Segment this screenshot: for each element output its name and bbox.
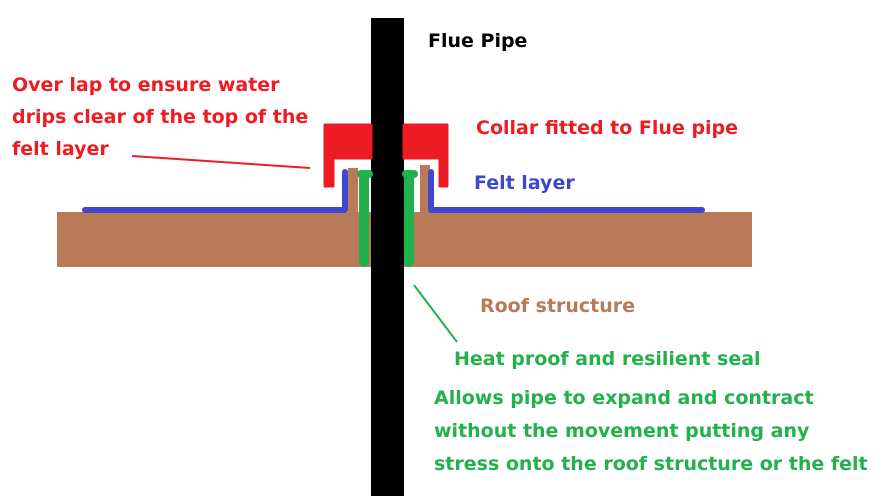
collar-right bbox=[402, 123, 449, 188]
roof-upstand-right bbox=[420, 165, 430, 218]
flue-pipe bbox=[371, 18, 404, 496]
roof-label: Roof structure bbox=[480, 295, 636, 317]
felt-layer-right bbox=[428, 169, 705, 213]
overlap-label-line-3: felt layer bbox=[12, 138, 109, 160]
flue-pipe-label: Flue Pipe bbox=[428, 30, 528, 52]
seal-right-top bbox=[402, 170, 418, 178]
roof-upstand-left bbox=[348, 168, 358, 218]
seal-desc-line-1: Allows pipe to expand and contract bbox=[434, 387, 814, 409]
overlap-label-line-2: drips clear of the top of the bbox=[12, 106, 309, 128]
seal-desc-line-3: stress onto the roof structure or the fe… bbox=[434, 453, 868, 475]
overlap-label-line-1: Over lap to ensure water bbox=[12, 74, 280, 96]
felt-label: Felt layer bbox=[474, 172, 575, 194]
seal-right bbox=[404, 172, 414, 267]
seal-leader-line bbox=[413, 284, 458, 343]
seal-label: Heat proof and resilient seal bbox=[454, 348, 761, 370]
seal-left bbox=[359, 172, 369, 267]
felt-layer-left bbox=[82, 169, 348, 213]
overlap-leader-line bbox=[131, 155, 311, 169]
seal-left-top bbox=[357, 170, 373, 178]
collar-left bbox=[323, 123, 373, 188]
seal-desc-line-2: without the movement putting any bbox=[434, 420, 810, 442]
collar-label: Collar fitted to Flue pipe bbox=[476, 117, 739, 139]
